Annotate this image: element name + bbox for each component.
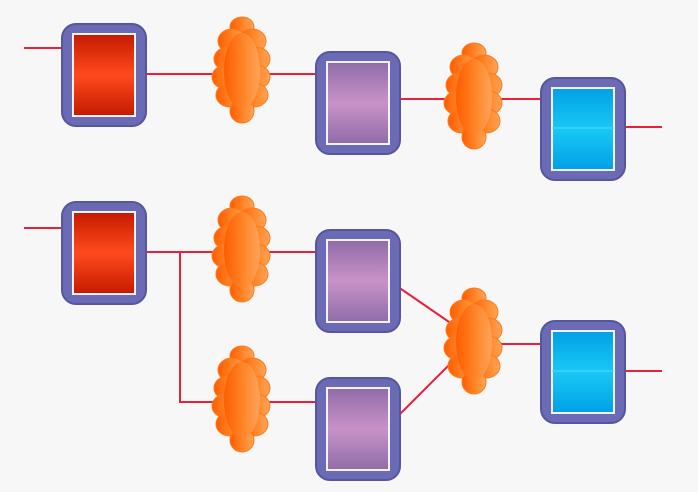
cyan-block-bottom xyxy=(540,320,626,424)
cloud-icon-top-2 xyxy=(443,42,503,150)
cloud-icon-bottom-merge xyxy=(443,287,503,395)
wire-bottom-branch-to-cloud-lower xyxy=(179,252,218,403)
cloud-icon-top-1 xyxy=(211,16,271,124)
cloud-icon-bottom-lower xyxy=(211,345,271,453)
cyan-block-top xyxy=(540,77,626,181)
cloud-icon-bottom-upper xyxy=(211,195,271,303)
purple-block-top xyxy=(315,51,401,155)
purple-block-bottom-lower xyxy=(315,377,401,481)
red-block-bottom xyxy=(61,201,147,305)
red-block-top xyxy=(61,23,147,127)
purple-block-bottom-upper xyxy=(315,229,401,333)
